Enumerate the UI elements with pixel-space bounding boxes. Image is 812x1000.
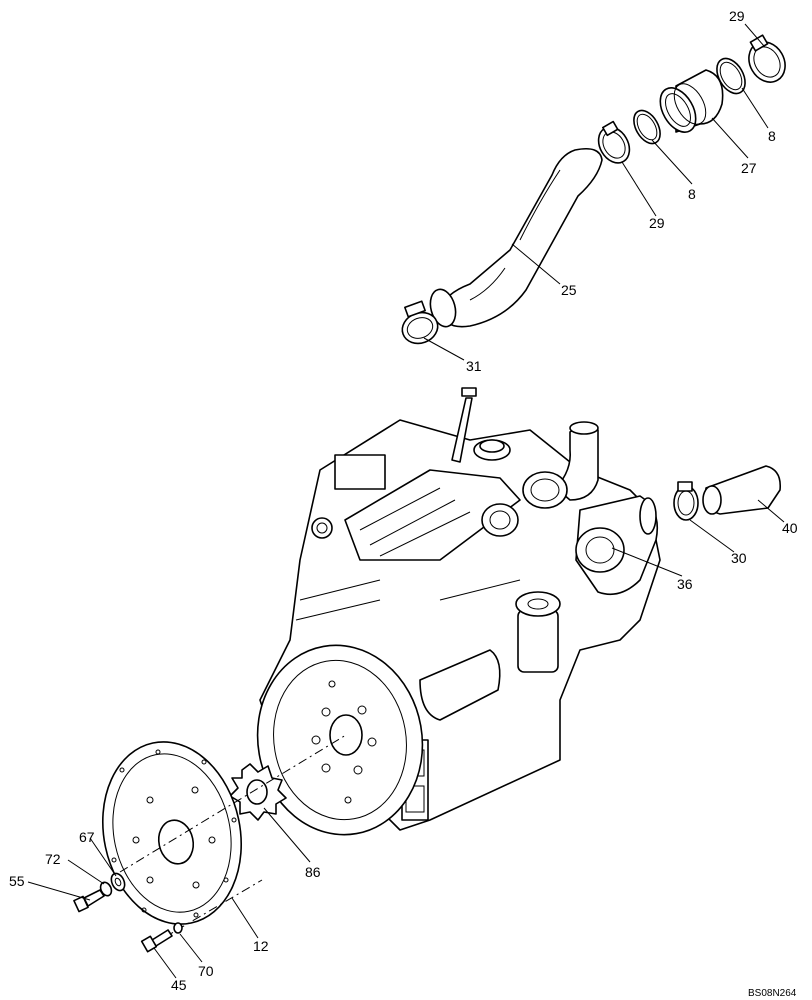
callout-30: 30 — [731, 550, 747, 566]
leader-lines — [27, 23, 785, 979]
oil-filter — [515, 591, 561, 673]
hose-clamp-31 — [401, 300, 439, 345]
flywheel-12 — [101, 741, 243, 925]
flywheel-housing — [256, 644, 424, 836]
callout-29-lower: 29 — [649, 215, 665, 231]
hose-clamp-29-top — [748, 34, 786, 83]
callout-29-top: 29 — [729, 8, 745, 24]
hose-40 — [702, 465, 782, 515]
hose-clamp-30 — [673, 481, 699, 521]
callout-72: 72 — [45, 851, 61, 867]
callout-55: 55 — [9, 873, 25, 889]
bolt-45 — [140, 929, 173, 953]
washer-70 — [173, 922, 183, 934]
callout-67: 67 — [79, 829, 95, 845]
callout-86: 86 — [305, 864, 321, 880]
callout-40: 40 — [782, 520, 798, 536]
callout-8-top: 8 — [768, 128, 776, 144]
o-ring-8-lower — [633, 109, 661, 145]
bolt-55 — [73, 889, 105, 913]
adapter-27 — [659, 69, 724, 133]
assembly-line-flywheel — [119, 734, 347, 873]
turbocharger — [481, 471, 568, 537]
callout-27: 27 — [741, 160, 757, 176]
hose-clamp-29-lower — [597, 120, 631, 164]
callout-36: 36 — [677, 576, 693, 592]
callout-31: 31 — [466, 358, 482, 374]
callout-8-lower: 8 — [688, 186, 696, 202]
exhaust-component-36 — [575, 495, 659, 596]
drawing-reference: BS08N264 — [748, 988, 797, 999]
hose-25 — [429, 147, 603, 328]
callout-70: 70 — [198, 963, 214, 979]
callout-12: 12 — [253, 938, 269, 954]
callout-25: 25 — [561, 282, 577, 298]
callout-45: 45 — [171, 977, 187, 993]
